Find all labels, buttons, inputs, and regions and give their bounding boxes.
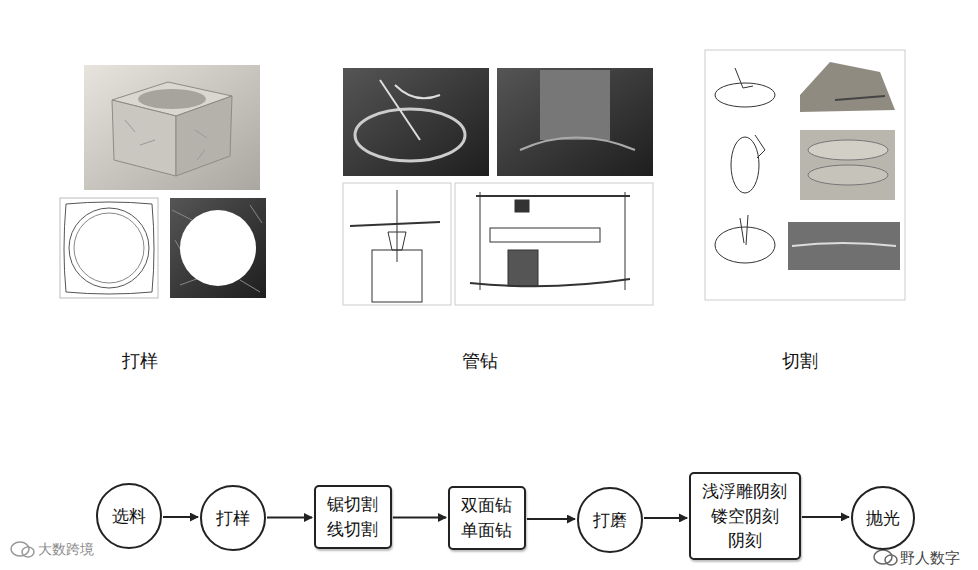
watermark-icon: [11, 542, 34, 557]
watermark: 大数跨境: [38, 541, 94, 559]
circle-outline: [201, 486, 265, 550]
process-circle: 抛光: [851, 486, 915, 550]
flow-arrow: [393, 517, 446, 519]
process-box: 双面钻 单面钻: [448, 486, 526, 549]
circle-outline: [852, 487, 914, 549]
flow-arrow: [267, 517, 312, 519]
node-text: 抛光: [866, 506, 900, 531]
flow-arrow: [163, 516, 198, 518]
flow-arrow: [527, 518, 575, 520]
node-text: 锯切割 线切割: [324, 492, 382, 541]
panel-caption: 切割: [782, 349, 818, 373]
process-circle: 选料: [96, 483, 162, 549]
process-circle: 打样: [200, 485, 266, 551]
cutting-figures: [705, 50, 905, 300]
node-text: 选料: [112, 504, 146, 529]
circle-outline: [97, 484, 161, 548]
process-circle: 打磨: [577, 487, 643, 553]
drill-line-drawings: [343, 183, 653, 305]
drill-photos: [343, 68, 653, 176]
circle-outline: [578, 488, 642, 552]
circle-outline-drawing: [60, 198, 158, 298]
wechat-icon: [874, 550, 897, 565]
cube-photo: [84, 65, 260, 190]
process-box: 浅浮雕阴刻 镂空阴刻 阴刻: [689, 472, 801, 560]
node-text: 浅浮雕阴刻 镂空阴刻 阴刻: [699, 479, 791, 553]
flow-arrow: [802, 516, 849, 518]
node-text: 双面钻 单面钻: [458, 493, 516, 542]
watermark: 野人数字: [900, 549, 960, 568]
node-text: 打磨: [593, 508, 627, 533]
panel-caption: 管钻: [462, 349, 498, 373]
node-text: 打样: [216, 506, 250, 531]
process-box: 锯切割 线切割: [314, 485, 392, 548]
disc-photo: [170, 198, 266, 298]
flow-arrow: [644, 517, 687, 519]
panel-caption: 打样: [122, 349, 158, 373]
